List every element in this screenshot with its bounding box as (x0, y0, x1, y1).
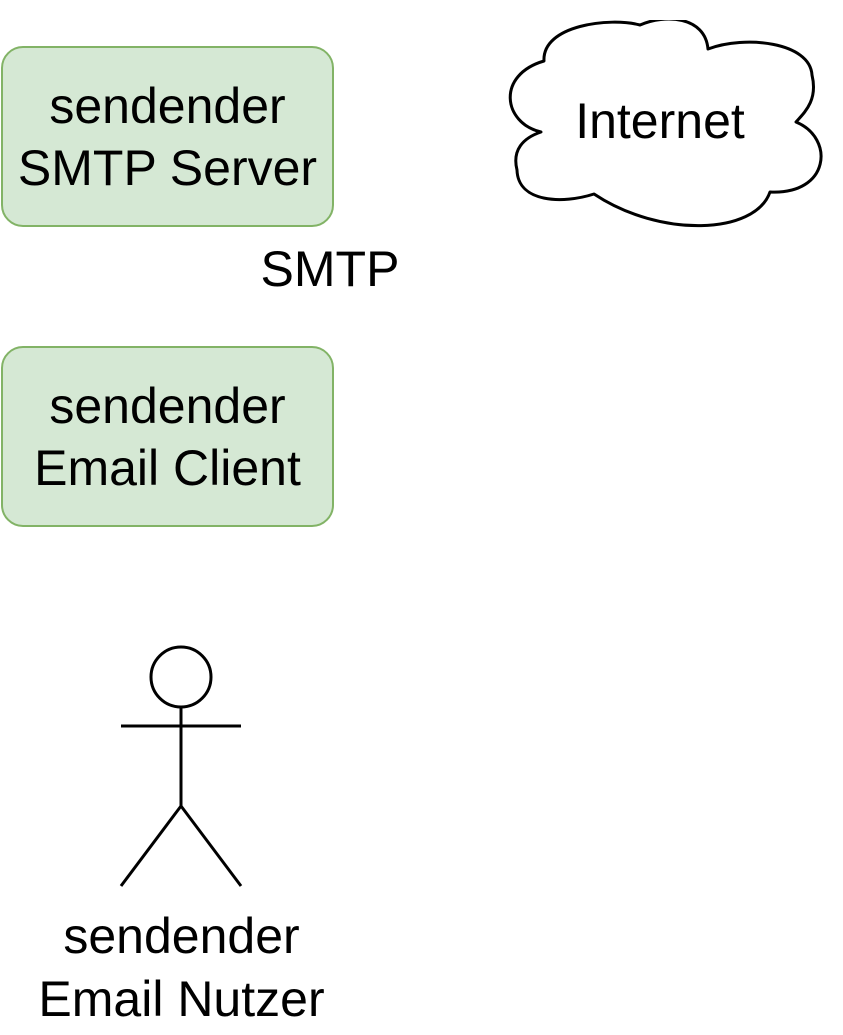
email-client-node: sendender Email Client (1, 346, 334, 527)
email-user-label-line-1: sendender (63, 908, 300, 964)
smtp-server-label-line-1: sendender (49, 77, 286, 134)
smtp-server-node: sendender SMTP Server (1, 46, 334, 227)
person-icon (119, 645, 243, 887)
smtp-server-label-line-2: SMTP Server (17, 139, 318, 196)
email-user-label-line-2: Email Nutzer (38, 971, 325, 1027)
cloud-icon (508, 20, 823, 228)
email-user-label: sendender Email Nutzer (0, 905, 363, 1031)
internet-label: Internet (575, 93, 745, 149)
email-client-label-line-2: Email Client (34, 439, 301, 496)
smtp-edge-label: SMTP (260, 241, 400, 297)
email-client-label-line-1: sendender (49, 377, 286, 434)
